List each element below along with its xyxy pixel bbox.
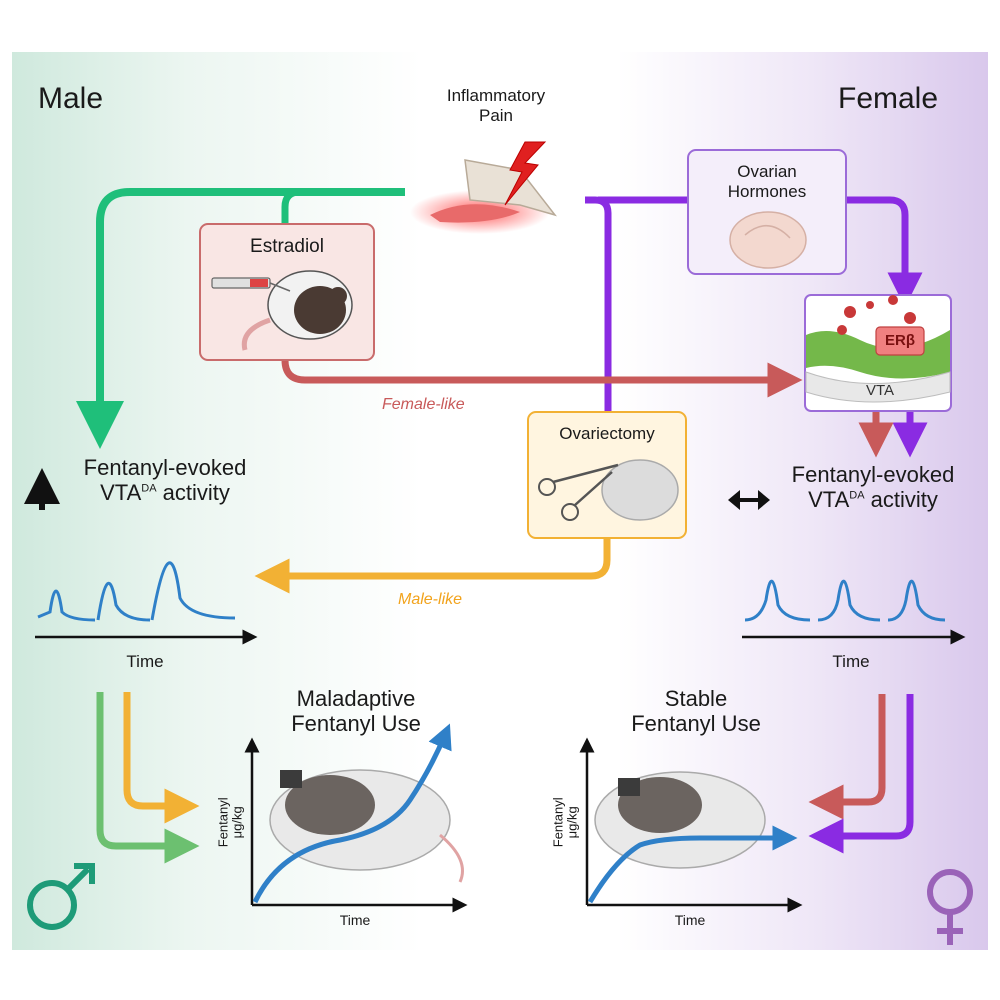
estradiol-title: Estradiol [250, 236, 324, 257]
ovarian-hormones-box [687, 149, 847, 275]
male-like-label: Male-like [398, 591, 463, 608]
estradiol-box [199, 223, 375, 361]
male-symbol-icon [27, 863, 95, 930]
erb-receptor-label: ERβ [885, 332, 915, 349]
stable-use-title: Stable Fentanyl Use [631, 686, 761, 737]
female-activity-traces [742, 579, 966, 645]
inflamed-paw-icon [410, 141, 558, 234]
female-pain-arrows [585, 196, 928, 458]
vta-box [804, 294, 952, 412]
maladaptive-use-title: Maladaptive Fentanyl Use [291, 686, 421, 737]
female-symbol-icon [927, 869, 973, 945]
male-activity-traces [35, 561, 258, 645]
estradiol-arrow [281, 359, 894, 458]
male-activity-label: Fentanyl-evoked VTADA activity [83, 455, 247, 506]
female-plot-ylabel: Fentanyl μg/kg [550, 797, 580, 848]
no-change-arrow-icon [728, 490, 770, 510]
male-trace-time-label: Time [126, 652, 164, 671]
female-label: Female [838, 82, 939, 115]
inflammatory-pain-title: Inflammatory Pain [446, 86, 546, 125]
female-activity-label: Fentanyl-evoked VTADA activity [791, 462, 955, 513]
male-plot-ylabel: Fentanyl μg/kg [215, 797, 245, 848]
female-plot-xlabel: Time [674, 912, 706, 928]
ovariectomy-box [527, 411, 687, 539]
male-label: Male [38, 82, 104, 115]
male-use-plot [244, 723, 468, 913]
ovariectomy-arrow [254, 538, 611, 594]
ovariectomy-title: Ovariectomy [559, 424, 655, 443]
female-use-plot [579, 737, 803, 913]
male-pain-arrow [76, 188, 405, 449]
female-trace-time-label: Time [832, 652, 870, 671]
male-plot-xlabel: Time [339, 912, 371, 928]
vta-label: VTA [865, 382, 895, 399]
female-use-arrows [808, 694, 914, 854]
female-like-label: Female-like [382, 396, 465, 413]
male-use-arrows [96, 692, 200, 864]
ovarian-hormones-title: Ovarian Hormones [727, 162, 807, 201]
